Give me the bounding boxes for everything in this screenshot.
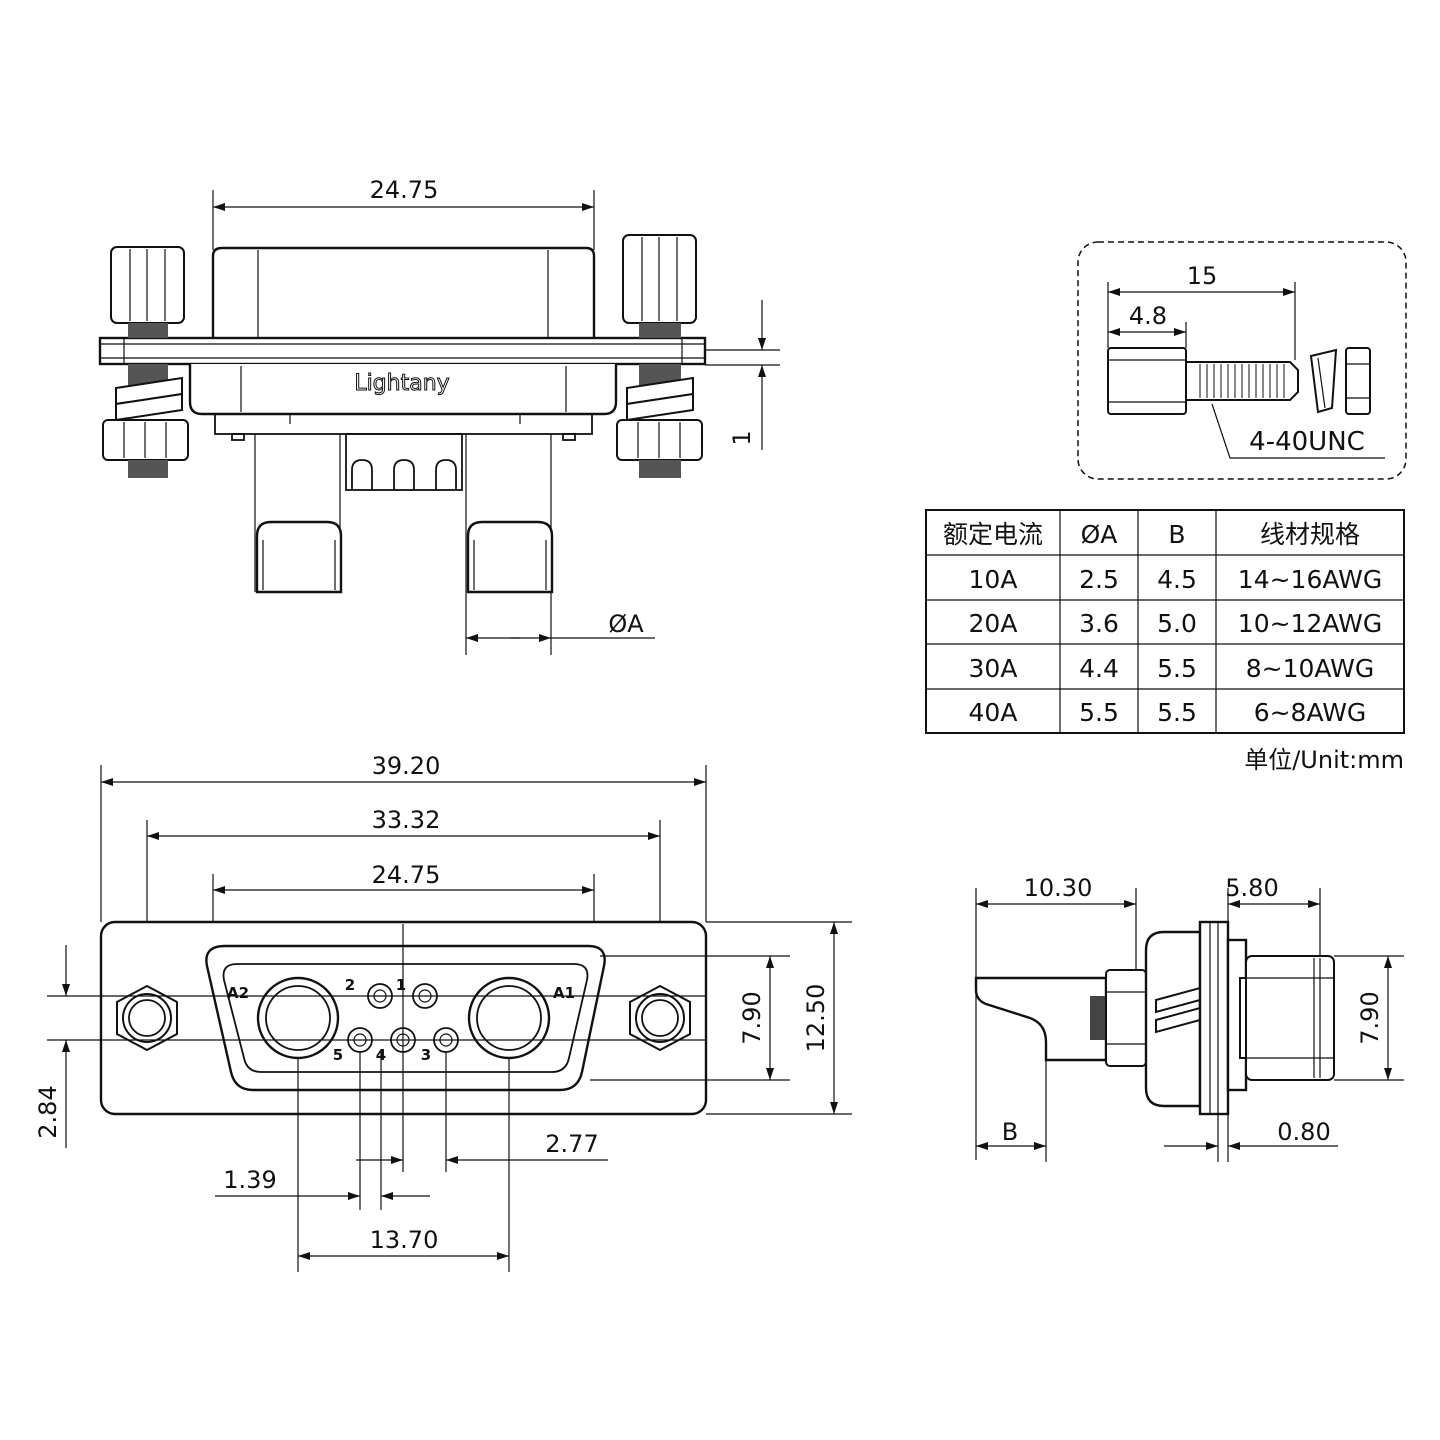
plate-thickness-label: 0.80	[1277, 1118, 1330, 1146]
table-header-wire: 线材规格	[1260, 520, 1360, 549]
right-jackscrew	[616, 234, 703, 478]
pin-label-a1: A1	[553, 984, 575, 1002]
diameter-label: ØA	[608, 610, 644, 638]
pin-label-2: 2	[345, 976, 355, 994]
overall-width-label: 39.20	[372, 752, 441, 780]
top-view: 24.75 Lightany	[98, 176, 780, 655]
table-cell: 40A	[969, 698, 1018, 727]
table-header-diameter: ØA	[1081, 520, 1118, 549]
table-cell: 2.5	[1079, 565, 1119, 594]
pin-label-1: 1	[396, 976, 406, 994]
table-cell: 4.5	[1157, 565, 1197, 594]
table-cell: 5.5	[1157, 698, 1197, 727]
table-cell: 5.0	[1157, 609, 1197, 638]
table-header-current: 额定电流	[943, 520, 1043, 549]
table-cell: 4.4	[1079, 654, 1119, 683]
outer-height-label: 12.50	[802, 984, 830, 1053]
offset-label: 2.84	[34, 1085, 62, 1138]
table-header-b: B	[1168, 520, 1185, 549]
top-width-label: 24.75	[370, 176, 439, 204]
table-cell: 6~8AWG	[1254, 698, 1367, 727]
table-cell: 10~12AWG	[1238, 609, 1382, 638]
mount-length-label: 5.80	[1225, 874, 1278, 902]
left-jackscrew	[102, 246, 189, 478]
side-view: 10.30 5.80 7.90	[974, 874, 1404, 1162]
pin-label-5: 5	[333, 1046, 343, 1064]
thread-lines	[1199, 364, 1285, 398]
pin-label-3: 3	[421, 1046, 431, 1064]
table-cell: 8~10AWG	[1246, 654, 1375, 683]
half-pitch-label: 1.39	[223, 1166, 276, 1194]
depth-label: 10.30	[1024, 874, 1093, 902]
table-cell: 10A	[969, 565, 1018, 594]
table-cell: 30A	[969, 654, 1018, 683]
spec-table: 额定电流 ØA B 线材规格 10A 2.5 4.5 14~16AWG 20A …	[925, 509, 1405, 774]
table-cell: 14~16AWG	[1238, 565, 1382, 594]
brand-logo: Lightany	[354, 371, 449, 396]
table-cell: 5.5	[1079, 698, 1119, 727]
shell-width-label: 24.75	[372, 861, 441, 889]
side-height-label: 7.90	[1356, 991, 1384, 1044]
table-cell: 3.6	[1079, 609, 1119, 638]
flange-thickness-label: 1	[728, 430, 756, 445]
hole-spacing-label: 33.32	[372, 806, 441, 834]
table-cell: 5.5	[1157, 654, 1197, 683]
inset-hex-label: 4.8	[1129, 302, 1167, 330]
front-view: 39.20 33.32 24.75 A2 2	[34, 752, 852, 1272]
b-dimension-label: B	[1002, 1118, 1018, 1146]
pin-label-a2: A2	[227, 984, 249, 1002]
jackscrew-inset: 15 4.8 4-40UNC	[1077, 241, 1407, 480]
inset-length-label: 15	[1187, 262, 1218, 290]
power-pitch-label: 13.70	[370, 1226, 439, 1254]
signal-pitch-label: 2.77	[545, 1130, 598, 1158]
table-cell: 20A	[969, 609, 1018, 638]
unit-note: 单位/Unit:mm	[1244, 746, 1404, 774]
thread-spec-label: 4-40UNC	[1249, 427, 1365, 457]
inner-height-label: 7.90	[738, 991, 766, 1044]
